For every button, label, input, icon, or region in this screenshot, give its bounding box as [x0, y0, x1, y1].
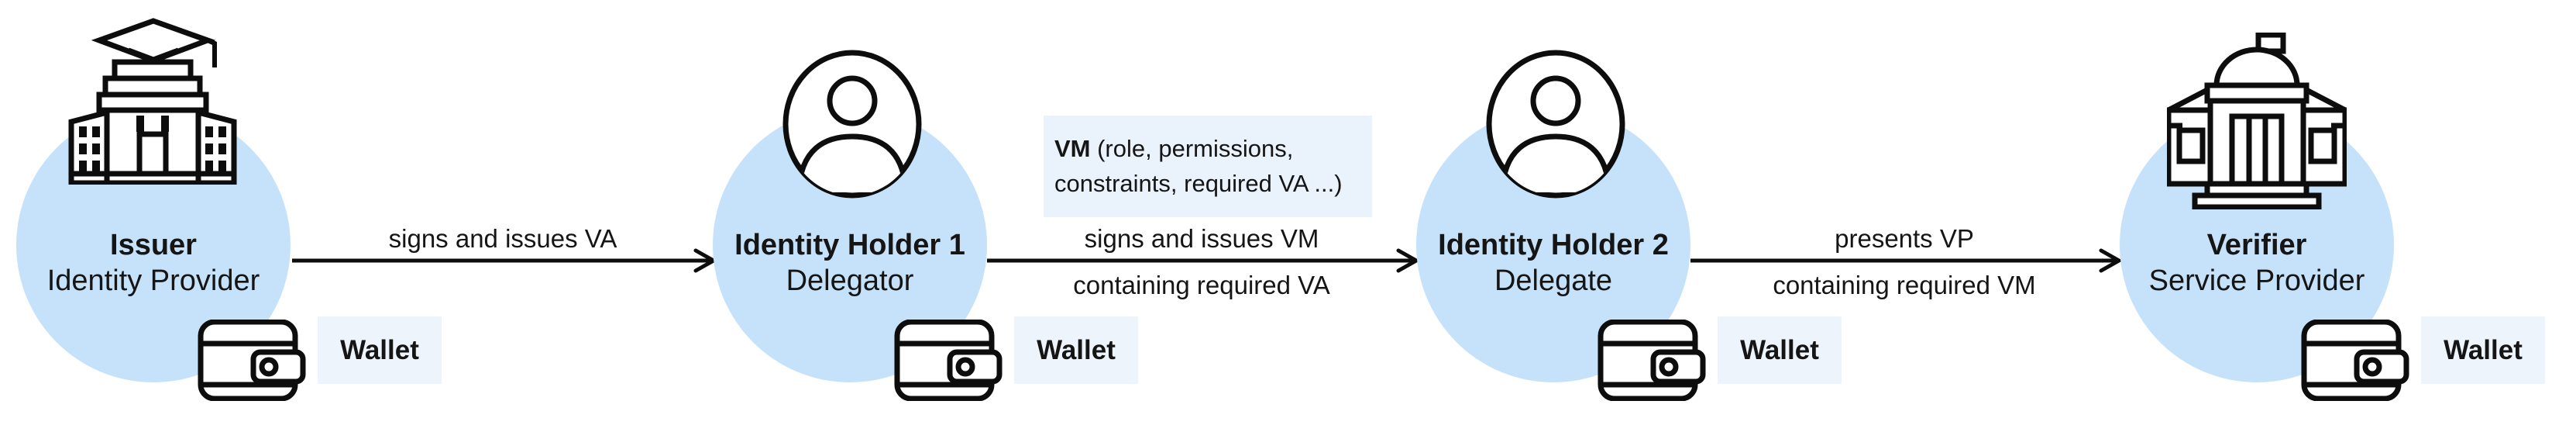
node-title: Identity Holder 2	[1438, 229, 1669, 261]
wallet-icon	[198, 320, 306, 401]
node-title: Issuer	[110, 229, 197, 261]
vm-definition-note: VM (role, permissions, constraints, requ…	[1044, 116, 1372, 217]
arrow-signs-and-issues-va	[292, 248, 717, 273]
wallet-label: Wallet	[1014, 316, 1138, 384]
person-icon	[782, 50, 922, 199]
arrow-label: presents VP	[1835, 224, 1974, 253]
vm-term: VM	[1054, 135, 1091, 162]
node-title: Identity Holder 1	[734, 229, 965, 261]
university-building-icon	[68, 18, 237, 185]
arrow-label: signs and issues VA	[388, 224, 617, 253]
wallet-icon	[2301, 320, 2409, 401]
node-subtitle: Service Provider	[2148, 264, 2365, 297]
arrow-label: containing required VA	[1073, 271, 1330, 299]
node-title: Verifier	[2206, 229, 2307, 261]
wallet-icon	[894, 320, 1003, 401]
arrow-signs-and-issues-vm	[987, 248, 1419, 273]
node-subtitle: Identity Provider	[46, 264, 260, 297]
node-subtitle: Delegator	[786, 264, 914, 297]
wallet-label: Wallet	[318, 316, 442, 384]
person-icon	[1486, 50, 1625, 199]
wallet-icon	[1598, 320, 1706, 401]
node-subtitle: Delegate	[1494, 264, 1613, 297]
arrow-label: containing required VM	[1773, 271, 2036, 299]
arrow-presents-vp	[1690, 248, 2122, 273]
arrow-label: signs and issues VM	[1084, 224, 1319, 253]
wallet-label: Wallet	[2421, 316, 2545, 384]
government-building-icon	[2167, 33, 2347, 209]
vm-note-line1: (role, permissions,	[1090, 135, 1294, 162]
wallet-label: Wallet	[1718, 316, 1842, 384]
vm-note-line2: constraints, required VA ...)	[1054, 170, 1343, 197]
